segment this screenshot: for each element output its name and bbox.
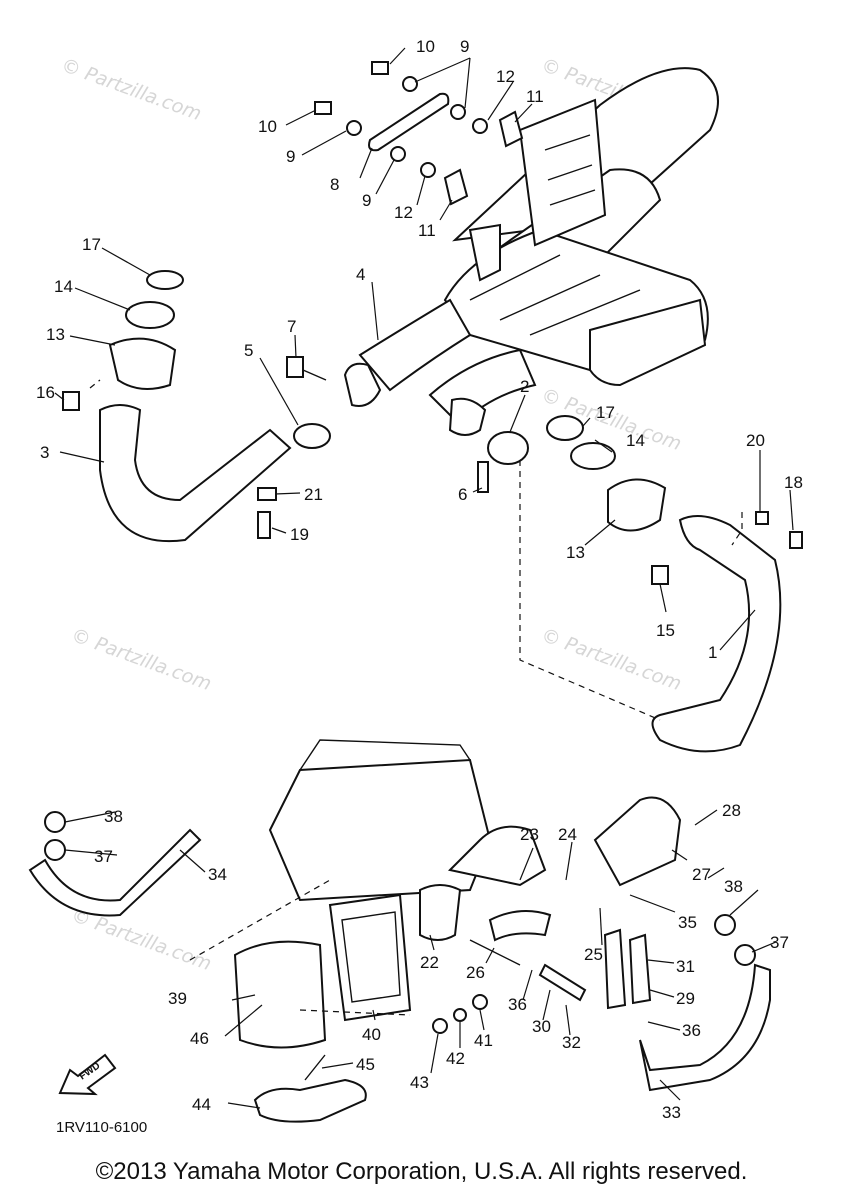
watermark: © Partzilla.com [58, 54, 204, 125]
callout-label: 8 [330, 175, 339, 194]
muffler [443, 67, 719, 387]
hardware-top [314, 61, 524, 206]
callout-label: 42 [446, 1049, 465, 1068]
callout-label: 36 [682, 1021, 701, 1040]
callout-label: 31 [676, 957, 695, 976]
callout-label: 21 [304, 485, 323, 504]
callout-label: 13 [566, 543, 585, 562]
callout-label: 32 [562, 1033, 581, 1052]
callout-label: 43 [410, 1073, 429, 1092]
callout-label: 10 [258, 117, 277, 136]
callout-label: 9 [286, 147, 295, 166]
callout-label: 22 [420, 953, 439, 972]
exhaust-pipe-4 [343, 298, 537, 436]
callout-label: 40 [362, 1025, 381, 1044]
callout-label: 27 [692, 865, 711, 884]
callout-label: 19 [290, 525, 309, 544]
callout-label: 18 [784, 473, 803, 492]
callout-label: 20 [746, 431, 765, 450]
callout-label: 35 [678, 913, 697, 932]
callout-label: 11 [418, 221, 436, 240]
callout-label: 9 [460, 37, 469, 56]
callout-label: 14 [54, 277, 73, 296]
callout-label: 36 [508, 995, 527, 1014]
callout-label: 6 [458, 485, 467, 504]
callout-label: 13 [46, 325, 65, 344]
exhaust-parts-diagram: © Partzilla.com © Partzilla.com © Partzi… [28, 37, 803, 1136]
dashed-leaders [89, 379, 743, 1016]
callout-label: 44 [192, 1095, 211, 1114]
callout-label: 7 [287, 317, 296, 336]
callout-label: 12 [496, 67, 515, 86]
callout-label: 16 [36, 383, 55, 402]
callout-label: 9 [362, 191, 371, 210]
callout-label: 30 [532, 1017, 551, 1036]
callout-label: 28 [722, 801, 741, 820]
callout-label: 26 [466, 963, 485, 982]
callout-label: 24 [558, 825, 577, 844]
callout-label: 46 [190, 1029, 209, 1048]
copyright-notice: ©2013 Yamaha Motor Corporation, U.S.A. A… [95, 1158, 748, 1185]
callout-label: 29 [676, 989, 695, 1008]
callout-label: 45 [356, 1055, 375, 1074]
callout-label: 1 [708, 643, 717, 662]
callout-label: 14 [626, 431, 645, 450]
callout-label: 15 [656, 621, 675, 640]
callout-label: 3 [40, 443, 49, 462]
air-induction-group [28, 739, 771, 1123]
callout-label: 2 [520, 377, 529, 396]
fwd-arrow-icon: FWD [58, 1053, 117, 1096]
callout-label: 4 [356, 265, 365, 284]
callout-label: 12 [394, 203, 413, 222]
callout-label: 17 [82, 235, 101, 254]
pipe-3-group [62, 270, 331, 543]
callout-label: 39 [168, 989, 187, 1008]
diagram-code: 1RV110-6100 [56, 1119, 147, 1136]
callout-label: 38 [724, 877, 743, 896]
callout-label: 37 [770, 933, 789, 952]
callout-labels: 10 9 10 9 8 9 12 11 12 11 17 14 13 16 3 … [36, 37, 803, 1122]
callout-label: 25 [584, 945, 603, 964]
watermark: © Partzilla.com [68, 624, 214, 695]
callout-label: 38 [104, 807, 123, 826]
callout-label: 5 [244, 341, 253, 360]
callout-label: 41 [474, 1031, 493, 1050]
pipe-1-group [477, 415, 803, 753]
callout-label: 37 [94, 847, 113, 866]
callout-label: 11 [526, 87, 544, 106]
callout-label: 10 [416, 37, 435, 56]
callout-leaders [54, 47, 794, 1109]
callout-label: 34 [208, 865, 227, 884]
callout-label: 17 [596, 403, 615, 422]
callout-label: 23 [520, 825, 539, 844]
callout-label: 33 [662, 1103, 681, 1122]
